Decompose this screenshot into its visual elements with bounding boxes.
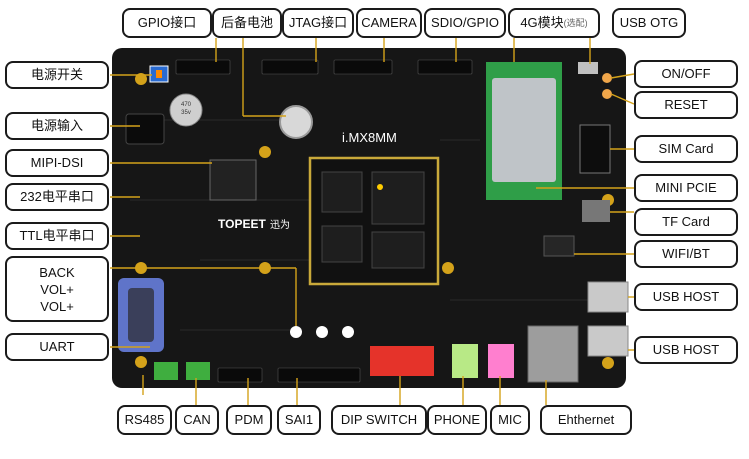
- label-vol-up: VOL+: [40, 281, 74, 297]
- can-terminal: [186, 362, 210, 380]
- db9-connector: [118, 278, 164, 352]
- label-mic: MIC: [490, 405, 530, 435]
- ethernet-port: [527, 325, 579, 383]
- dip-switch-part: [370, 346, 434, 376]
- phone-jack: [452, 344, 478, 378]
- label-sim-card: SIM Card: [634, 135, 738, 163]
- label-camera: CAMERA: [356, 8, 422, 38]
- label-rs485: RS485: [117, 405, 172, 435]
- label-4g-module: 4G模块(选配): [508, 8, 600, 38]
- pcb-board: [112, 48, 626, 388]
- power-jack: [125, 113, 165, 145]
- label-mipi-dsi: MIPI-DSI: [5, 149, 109, 177]
- label-jtag: JTAG接口: [282, 8, 354, 38]
- pcb-traces: [130, 119, 620, 331]
- label-tf-card: TF Card: [634, 208, 738, 236]
- label-gpio: GPIO接口: [122, 8, 212, 38]
- label-onoff: ON/OFF: [634, 60, 738, 88]
- keys: [290, 326, 354, 338]
- svg-text:470: 470: [181, 102, 192, 108]
- capacitor: [169, 93, 203, 127]
- label-can: CAN: [175, 405, 219, 435]
- usb-host-port-1: [587, 281, 629, 313]
- label-pdm: PDM: [226, 405, 272, 435]
- leader-lines: [110, 38, 635, 405]
- label-back: BACK: [39, 264, 75, 280]
- usb-host-port-2: [587, 325, 629, 357]
- label-vol-down: VOL+: [40, 298, 74, 314]
- label-usb-host-2: USB HOST: [634, 336, 738, 364]
- backup-battery: [279, 105, 313, 139]
- svg-text:迅为: 迅为: [270, 219, 290, 231]
- label-phone: PHONE: [427, 405, 487, 435]
- label-reset: RESET: [634, 91, 738, 119]
- label-power-input: 电源输入: [5, 112, 109, 140]
- wifi-chip: [543, 235, 575, 257]
- mic-jack: [488, 344, 514, 378]
- module-4g: [486, 62, 562, 200]
- label-battery: 后备电池: [212, 8, 282, 38]
- topeet-logo: TOPEET: [218, 217, 266, 231]
- label-uart-232: 232电平串口: [5, 183, 109, 211]
- power-switch-part: [149, 65, 169, 83]
- label-sdio: SDIO/GPIO: [424, 8, 506, 38]
- rs485-terminal: [154, 362, 178, 380]
- label-mini-pcie: MINI PCIE: [634, 174, 738, 202]
- label-ethernet: Ehthernet: [540, 405, 632, 435]
- label-dip-switch: DIP SWITCH: [331, 405, 427, 435]
- som-module: [308, 156, 440, 286]
- label-keys: BACK VOL+ VOL+: [5, 256, 109, 322]
- soc-text: i.MX8MM: [342, 130, 397, 145]
- label-uart: UART: [5, 333, 109, 361]
- label-wifi-bt: WIFI/BT: [634, 240, 738, 268]
- label-power-switch: 电源开关: [5, 61, 109, 89]
- label-usb-host-1: USB HOST: [634, 283, 738, 311]
- mounting-holes: [135, 73, 614, 369]
- svg-text:35v: 35v: [181, 110, 191, 116]
- label-usb-otg: USB OTG: [612, 8, 686, 38]
- label-sai1: SAI1: [277, 405, 321, 435]
- header-pins-top: [175, 59, 473, 383]
- usb-otg-port: [578, 62, 598, 74]
- sim-slot: [579, 124, 611, 174]
- label-uart-ttl: TTL电平串口: [5, 222, 109, 250]
- tf-slot: [582, 200, 610, 222]
- mipi-connector: [209, 159, 257, 201]
